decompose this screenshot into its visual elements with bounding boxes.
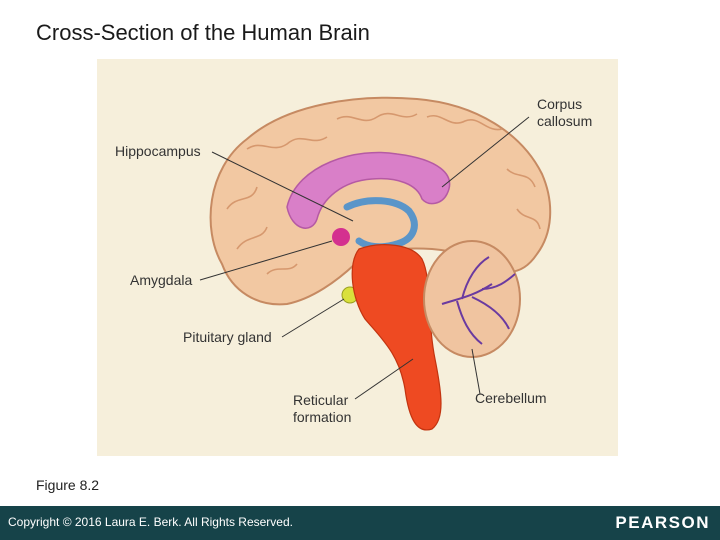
- label-reticular-formation-line1: Reticular: [293, 392, 349, 408]
- label-reticular-formation-line2: formation: [293, 409, 352, 425]
- label-corpus-callosum-line1: Corpus: [537, 96, 583, 112]
- label-hippocampus: Hippocampus: [115, 143, 201, 159]
- cerebellum-arbor-vitae: [441, 256, 516, 345]
- footer-bar: Copyright © 2016 Laura E. Berk. All Righ…: [0, 506, 720, 540]
- label-corpus-callosum: Corpus callosum: [537, 96, 592, 130]
- slide-title: Cross-Section of the Human Brain: [36, 20, 370, 45]
- brain-diagram: Corpus callosum Hippocampus Amygdala Pit…: [97, 59, 618, 456]
- cortex-gyri: [226, 112, 541, 275]
- figure-caption: Figure 8.2: [36, 477, 100, 493]
- label-amygdala: Amygdala: [130, 272, 193, 288]
- corpus-callosum: [286, 151, 451, 229]
- amygdala: [332, 228, 350, 246]
- label-pituitary-gland: Pituitary gland: [183, 329, 272, 345]
- label-corpus-callosum-line2: callosum: [537, 113, 593, 129]
- label-reticular-formation: Reticular formation: [293, 392, 351, 426]
- pearson-logo: PEARSON: [615, 513, 710, 532]
- cerebellum: [423, 240, 521, 358]
- label-cerebellum: Cerebellum: [475, 390, 547, 406]
- brain-cross-section-illustration: [199, 96, 552, 431]
- label-leader-lines: [199, 116, 530, 400]
- copyright-text: Copyright © 2016 Laura E. Berk. All Righ…: [8, 515, 293, 529]
- brainstem-reticular-formation: [351, 244, 442, 431]
